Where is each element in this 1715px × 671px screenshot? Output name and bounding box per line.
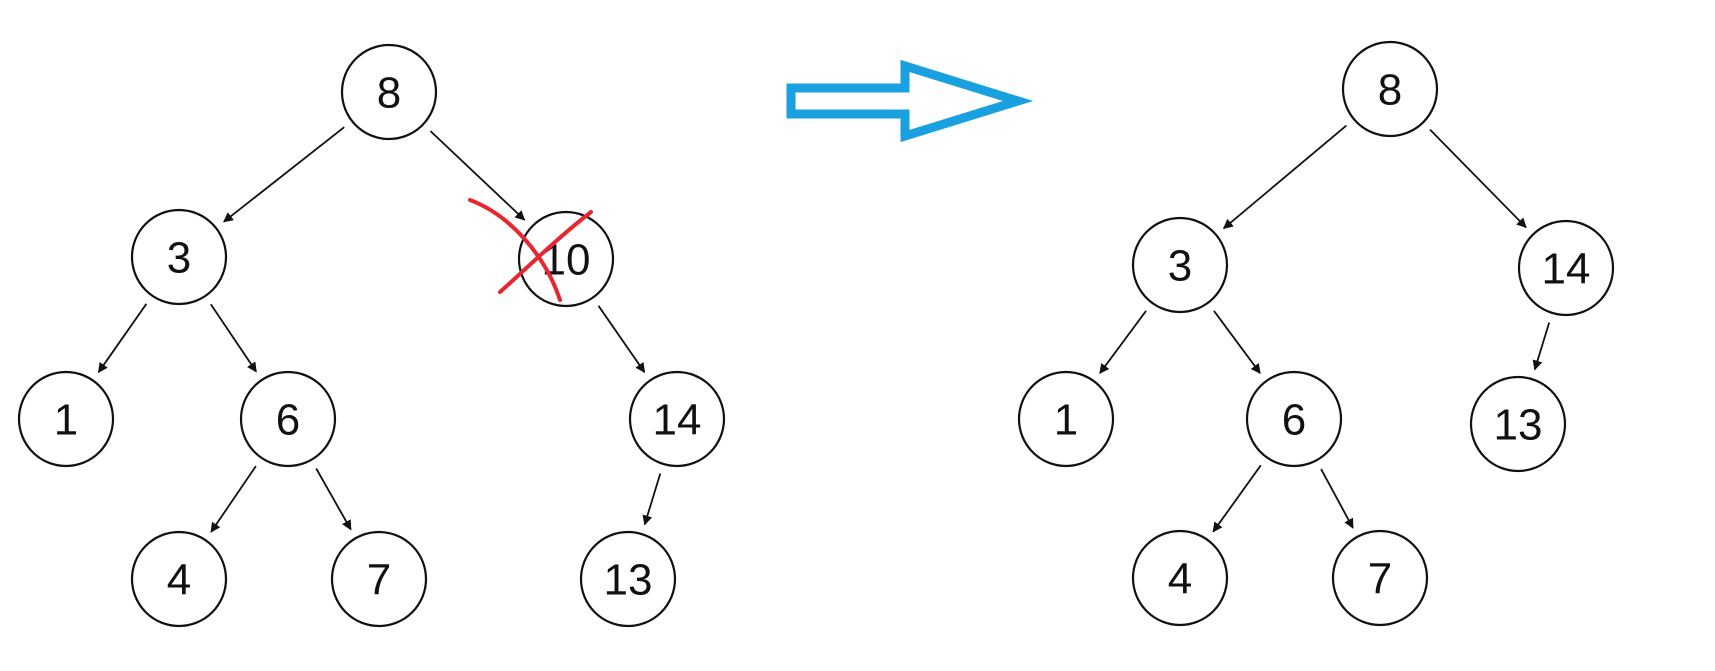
before-edge-8-to-3 (223, 126, 345, 223)
after-tree-node-4: 4 (1131, 529, 1229, 627)
before-tree-node-8: 8 (340, 43, 438, 141)
node-circle (130, 530, 228, 628)
before-tree-node-7: 7 (330, 530, 428, 628)
node-label: 8 (377, 69, 401, 118)
after-edge-8-to-3 (1222, 124, 1347, 230)
node-circle (130, 208, 228, 306)
after-edge-6-to-7 (1320, 468, 1354, 529)
before-edge-6-to-7 (315, 468, 352, 531)
before-tree-node-14: 14 (628, 370, 726, 468)
node-circle (517, 210, 615, 308)
node-label: 4 (1168, 555, 1192, 604)
node-circle (1017, 370, 1115, 468)
node-label: 1 (54, 396, 78, 445)
after-edge-3-to-1 (1099, 310, 1147, 375)
node-circle (1469, 375, 1567, 473)
after-tree-node-14: 14 (1517, 219, 1615, 317)
after-tree-node-13: 13 (1469, 375, 1567, 473)
node-label: 14 (653, 396, 702, 445)
node-circle (340, 43, 438, 141)
node-label: 6 (276, 396, 300, 445)
node-label: 13 (604, 556, 653, 605)
before-tree-node-1: 1 (17, 370, 115, 468)
after-tree-node-1: 1 (1017, 370, 1115, 468)
after-tree-node-3: 3 (1131, 216, 1229, 314)
transition-arrow-icon (786, 59, 1034, 143)
before-edge-6-to-4 (210, 465, 257, 533)
node-circle (628, 370, 726, 468)
after-edge-6-to-4 (1212, 464, 1262, 533)
node-label: 8 (1378, 66, 1402, 115)
before-tree-node-4: 4 (130, 530, 228, 628)
deletion-cross-mark (468, 198, 593, 302)
after-edges (1099, 124, 1551, 533)
before-edge-10-to-14 (597, 305, 646, 374)
after-edge-8-to-14 (1429, 128, 1527, 229)
node-circle (330, 530, 428, 628)
node-circle (1341, 40, 1439, 138)
node-circle (1245, 370, 1343, 468)
node-label: 3 (167, 234, 191, 283)
before-tree-node-3: 3 (130, 208, 228, 306)
before-nodes: 8 3 10 1 6 14 4 7 13 (17, 43, 726, 628)
node-circle (1131, 529, 1229, 627)
before-tree-node-13: 13 (579, 530, 677, 628)
node-label: 14 (1542, 245, 1591, 294)
before-tree-node-10: 10 (517, 210, 615, 308)
node-label: 13 (1494, 401, 1543, 450)
node-circle (1517, 219, 1615, 317)
node-label: 6 (1282, 396, 1306, 445)
node-label: 7 (367, 556, 391, 605)
after-tree: 8 3 14 1 6 13 4 7 (1017, 40, 1615, 627)
node-circle (17, 370, 115, 468)
node-label: 7 (1368, 555, 1392, 604)
node-label: 4 (167, 556, 191, 605)
before-edge-14-to-13 (642, 473, 662, 526)
node-circle (239, 370, 337, 468)
before-edges (97, 126, 662, 533)
node-circle (579, 530, 677, 628)
before-tree-node-6: 6 (239, 370, 337, 468)
after-tree-node-6: 6 (1245, 370, 1343, 468)
node-circle (1131, 216, 1229, 314)
after-edge-3-to-6 (1213, 310, 1261, 375)
after-tree-node-8: 8 (1341, 40, 1439, 138)
before-edge-3-to-1 (97, 303, 148, 374)
before-edge-3-to-6 (210, 303, 257, 373)
before-edge-8-to-10 (429, 130, 526, 221)
node-circle (1331, 529, 1429, 627)
after-tree-node-7: 7 (1331, 529, 1429, 627)
before-tree: 8 3 10 1 6 14 4 7 13 (17, 43, 726, 628)
node-label: 1 (1054, 396, 1078, 445)
node-label: 3 (1168, 242, 1192, 291)
after-edge-14-to-13 (1532, 322, 1551, 371)
after-nodes: 8 3 14 1 6 13 4 7 (1017, 40, 1615, 627)
